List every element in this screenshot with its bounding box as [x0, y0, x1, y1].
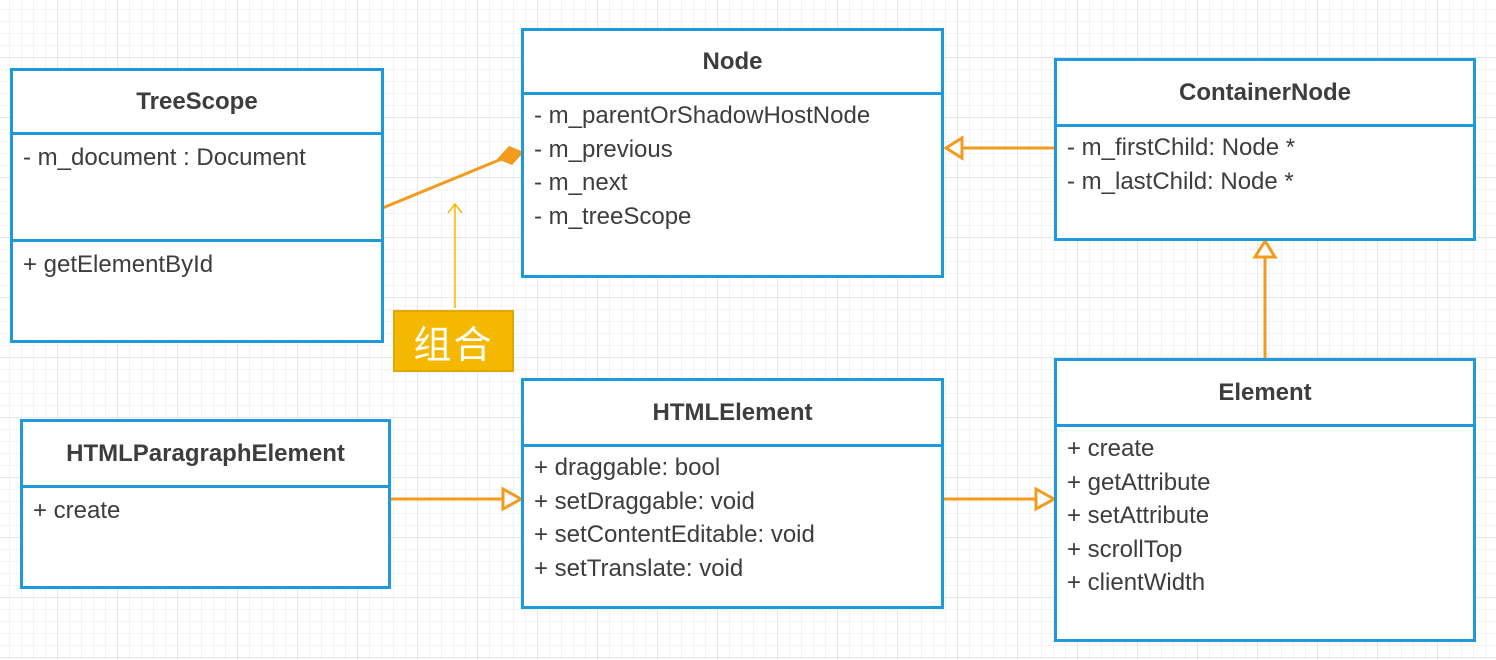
attribute: - m_lastChild: Node * [1067, 167, 1294, 195]
operations-section: + draggable: bool + setDraggable: void +… [524, 447, 941, 606]
class-treescope[interactable]: TreeScope - m_document : Document + getE… [10, 68, 384, 343]
operation: + clientWidth [1067, 569, 1206, 596]
operation: + create [1067, 435, 1155, 462]
operation: + setDraggable: void [534, 487, 755, 515]
annotation-arrow-head [447, 202, 463, 214]
composition-annotation-tag: 组合 [393, 310, 514, 372]
attribute: - m_previous [534, 135, 673, 163]
operation: + draggable: bool [534, 454, 721, 481]
operation: + create [33, 497, 121, 524]
attribute: - m_document : Document [23, 144, 306, 171]
operation: + scrollTop [1067, 535, 1183, 563]
attributes-section: - m_document : Document [13, 135, 381, 242]
inheritance-head-containernode [1252, 238, 1278, 259]
attribute: - m_treeScope [534, 202, 692, 230]
operations-section: + create [23, 488, 388, 586]
composition-diamond [497, 146, 524, 165]
class-name: TreeScope [13, 71, 381, 135]
class-name: Node [524, 31, 941, 95]
class-htmlparagraphelement[interactable]: HTMLParagraphElement + create [20, 419, 391, 589]
class-element[interactable]: Element + create + getAttribute + setAtt… [1054, 358, 1476, 642]
class-name: HTMLElement [524, 381, 941, 447]
class-node[interactable]: Node - m_parentOrShadowHostNode - m_prev… [521, 28, 944, 278]
class-htmlelement[interactable]: HTMLElement + draggable: bool + setDragg… [521, 378, 944, 609]
class-name: HTMLParagraphElement [23, 422, 388, 488]
attribute: - m_parentOrShadowHostNode [534, 102, 871, 129]
operation: + setContentEditable: void [534, 521, 815, 548]
attribute: - m_firstChild: Node * [1067, 134, 1296, 161]
inheritance-head-htmlelement [501, 486, 525, 512]
inheritance-head-node [943, 135, 964, 161]
attributes-section: - m_firstChild: Node * - m_lastChild: No… [1057, 127, 1473, 238]
operations-section: + getElementById [13, 242, 381, 340]
attribute: - m_next [534, 169, 628, 196]
class-name: ContainerNode [1057, 61, 1473, 127]
operations-section: + create + getAttribute + setAttribute +… [1057, 427, 1473, 639]
inheritance-head-element [1034, 486, 1058, 512]
operation: + setTranslate: void [534, 554, 744, 582]
operation: + getElementById [23, 251, 214, 278]
class-name: Element [1057, 361, 1473, 427]
class-containernode[interactable]: ContainerNode - m_firstChild: Node * - m… [1054, 58, 1476, 241]
operation: + setAttribute [1067, 502, 1210, 529]
composition-line [379, 156, 505, 211]
operation: + getAttribute [1067, 468, 1211, 496]
attributes-section: - m_parentOrShadowHostNode - m_previous … [524, 95, 941, 275]
